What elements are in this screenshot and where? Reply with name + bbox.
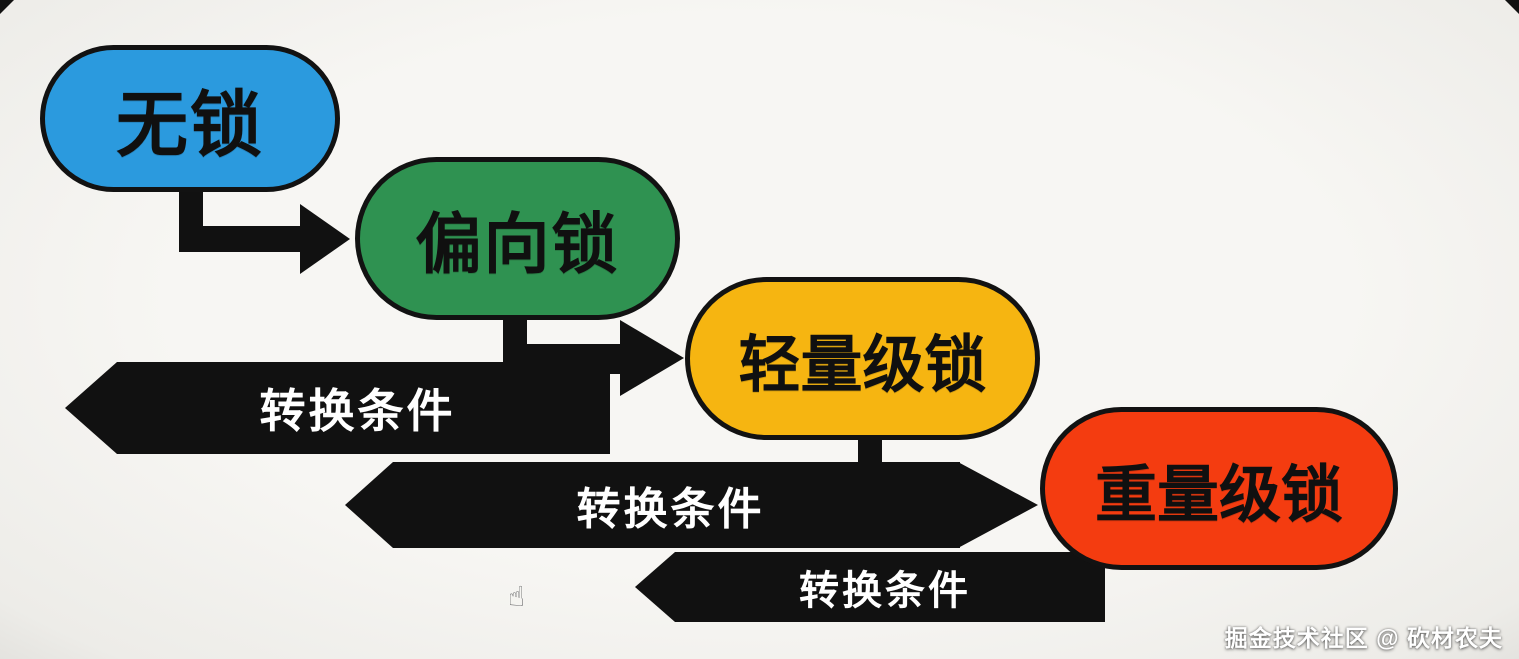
flow-node-no-lock-label: 无锁 [115, 86, 264, 166]
screen-corner-topleft [0, 0, 14, 14]
flow-node-heavyweight-lock-label: 重量级锁 [1094, 460, 1343, 530]
hand-cursor-icon: ☝ [508, 580, 526, 613]
transition-banner-1-label: 转换条件 [259, 385, 456, 437]
connector-biased-down [503, 316, 527, 370]
transition-banner-1: 转换条件 [65, 362, 610, 454]
connector-lightweight-down [858, 436, 882, 468]
flow-node-no-lock: 无锁 [40, 45, 340, 192]
transition-banner-3-label: 转换条件 [799, 569, 971, 613]
flow-node-biased-lock-label: 偏向锁 [415, 206, 620, 281]
arrowhead-to-heavyweight-lock [958, 462, 1038, 548]
flow-node-lightweight-lock-label: 轻量级锁 [738, 330, 987, 400]
transition-banner-3: 转换条件 [635, 552, 1105, 622]
transition-banner-2-label: 转换条件 [576, 485, 765, 534]
flow-node-lightweight-lock: 轻量级锁 [685, 277, 1040, 440]
connector-to-lightweight [527, 344, 627, 374]
connector-nolock-right [179, 226, 307, 252]
arrowhead-to-lightweight-lock [620, 320, 684, 396]
flow-node-biased-lock: 偏向锁 [355, 157, 680, 320]
arrowhead-to-biased-lock [300, 204, 350, 274]
watermark-text: 掘金技术社区 @ 砍材农夫 [1224, 625, 1503, 651]
screen-corner-topright [1505, 0, 1519, 14]
transition-banner-2: 转换条件 [345, 462, 960, 548]
flow-node-heavyweight-lock: 重量级锁 [1040, 407, 1398, 570]
